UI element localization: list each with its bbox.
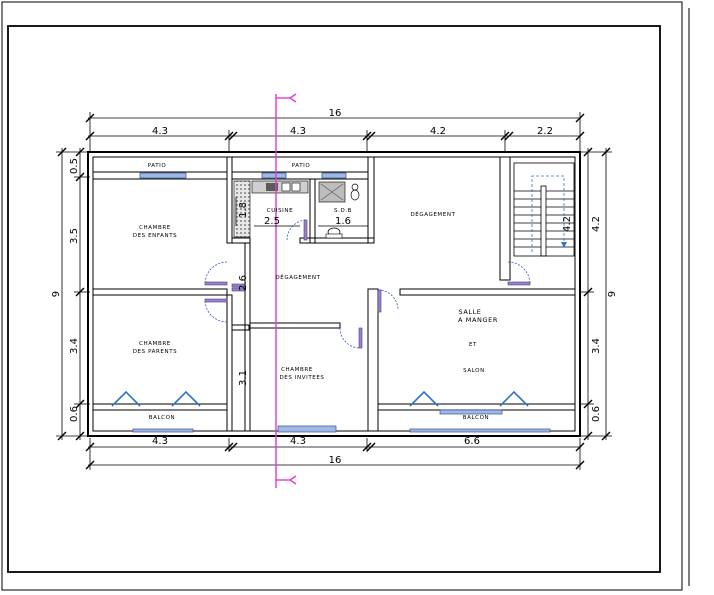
dim-right-seg-1: 4.2	[591, 216, 602, 232]
dim-bottom-seg-3: 6.6	[464, 436, 480, 447]
room-labels: PATIO PATIO CHAMBRE DES ENFANTS CHAMBRE …	[133, 163, 498, 421]
label-chambre-parents-1: CHAMBRE	[139, 341, 171, 347]
balcony-openings	[111, 390, 529, 407]
dim-kitchen-depth: 1.8	[238, 202, 249, 218]
label-patio-left: PATIO	[148, 163, 167, 169]
label-degagement-center: DÉGAGEMENT	[275, 273, 320, 281]
dim-left-seg-1: 0.5	[69, 158, 80, 174]
label-salle-et: ET	[469, 342, 477, 348]
label-chambre-invites-1: CHAMBRE	[281, 367, 313, 373]
label-chambre-enfants-2: DES ENFANTS	[133, 233, 178, 239]
windows	[132, 172, 551, 433]
dim-kitchen-width: 2.5	[264, 216, 280, 227]
label-cuisine: CUISINE	[267, 208, 293, 214]
dim-stair: 4.2	[562, 216, 573, 232]
dim-right-seg-3: 0.6	[591, 406, 602, 422]
dim-top-seg-1: 4.3	[152, 126, 168, 137]
label-balcon-right: BALCON	[463, 415, 489, 421]
dim-right-seg-2: 3.4	[591, 338, 602, 354]
sheet-outer-border	[1, 1, 683, 591]
dim-right-total: 9	[607, 291, 618, 297]
doors	[204, 219, 531, 349]
dim-left-seg-2: 3.5	[69, 228, 80, 244]
label-sdb: S.D.B	[334, 208, 352, 214]
dim-bottom-total: 16	[329, 455, 342, 466]
interior-walls	[92, 156, 576, 432]
dim-top-seg-2: 4.3	[290, 126, 306, 137]
dim-top-total: 16	[329, 108, 342, 119]
dim-sdb-width: 1.6	[335, 216, 351, 227]
label-patio-right: PATIO	[292, 163, 311, 169]
dim-left-total: 9	[51, 291, 62, 297]
label-chambre-parents-2: DES PARENTS	[133, 349, 178, 355]
label-balcon-left: BALCON	[149, 415, 175, 421]
interior-dimensions: 1.8 2.5 1.6 2.6 3.1 4.2	[235, 197, 573, 386]
dim-bottom-seg-1: 4.3	[152, 436, 168, 447]
kitchen-fixtures	[233, 180, 309, 238]
dim-left-seg-4: 0.6	[69, 406, 80, 422]
label-chambre-invites-2: DES INVITEES	[279, 375, 324, 381]
right-dimensions: 4.2 3.4 0.6 9	[580, 147, 618, 441]
dim-bottom-seg-2: 4.3	[290, 436, 306, 447]
section-cut-line	[275, 93, 297, 488]
bottom-dimensions: 4.3 4.3 6.6 16	[85, 436, 585, 470]
dim-left-seg-3: 3.4	[69, 338, 80, 354]
label-salle-2: A MANGER	[458, 316, 498, 324]
dim-top-seg-4: 2.2	[537, 126, 553, 137]
staircase	[513, 162, 575, 257]
label-chambre-enfants-1: CHAMBRE	[139, 225, 171, 231]
top-dimensions: 16 4.3 4.3 4.2 2.2	[85, 108, 585, 152]
left-dimensions: 9 0.5 3.5 3.4 0.6	[51, 147, 90, 441]
label-salle-1: SALLE	[458, 308, 481, 316]
label-salon: SALON	[463, 368, 485, 374]
bathroom-fixtures	[318, 181, 360, 239]
label-degagement-right: DÉGAGEMENT	[410, 210, 455, 218]
sheet-inner-frame	[7, 25, 661, 573]
dim-top-seg-3: 4.2	[430, 126, 446, 137]
dim-guest-room: 3.1	[238, 370, 249, 386]
dim-corridor: 2.6	[238, 275, 249, 291]
